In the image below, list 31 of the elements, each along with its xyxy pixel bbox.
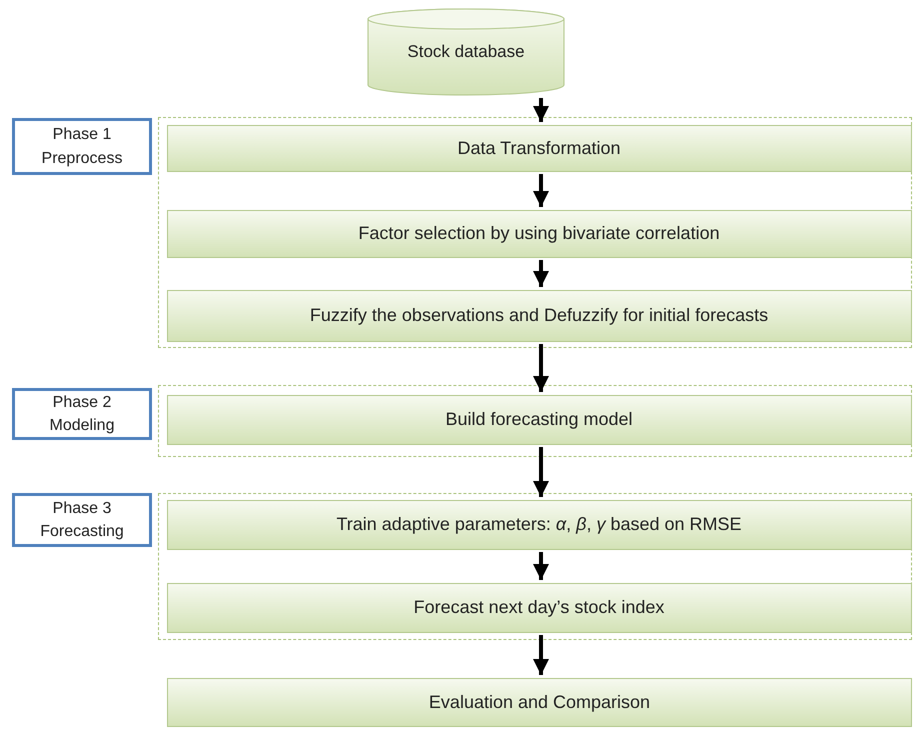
phase-label: Phase 3 Forecasting <box>39 498 125 542</box>
phase-label: Phase 2 Modeling <box>48 392 116 436</box>
step-label: Evaluation and Comparison <box>428 692 650 713</box>
database-label: Stock database <box>407 42 525 62</box>
phase-box <box>12 118 152 175</box>
arrow <box>533 174 549 207</box>
step-label: Forecast next day’s stock index <box>414 597 664 618</box>
phase-box <box>12 493 152 547</box>
arrow <box>533 260 549 287</box>
process-box <box>166 394 912 444</box>
process-box <box>166 290 912 342</box>
arrow <box>533 635 549 675</box>
step-label: Train adaptive parameters: α, β, γ based on RMSE <box>336 514 742 535</box>
phase-group <box>158 385 912 457</box>
arrow <box>533 98 549 122</box>
arrow <box>533 552 549 580</box>
phase-group <box>158 493 912 640</box>
step-label: Fuzzify the observations and Defuzzify for initial forecasts <box>310 305 768 326</box>
process-box <box>166 500 912 550</box>
process-box <box>167 678 912 727</box>
arrow <box>533 344 549 392</box>
arrow <box>533 447 549 497</box>
phase-group <box>158 117 912 348</box>
process-box <box>166 210 912 258</box>
process-box <box>166 582 912 632</box>
process-box <box>166 124 912 172</box>
phase-label: Phase 1 Preprocess <box>40 125 124 168</box>
step-label: Factor selection by using bivariate correlation <box>358 223 720 244</box>
step-label: Build forecasting model <box>445 409 633 430</box>
phase-box <box>12 388 152 440</box>
step-label: Data Transformation <box>457 138 621 158</box>
